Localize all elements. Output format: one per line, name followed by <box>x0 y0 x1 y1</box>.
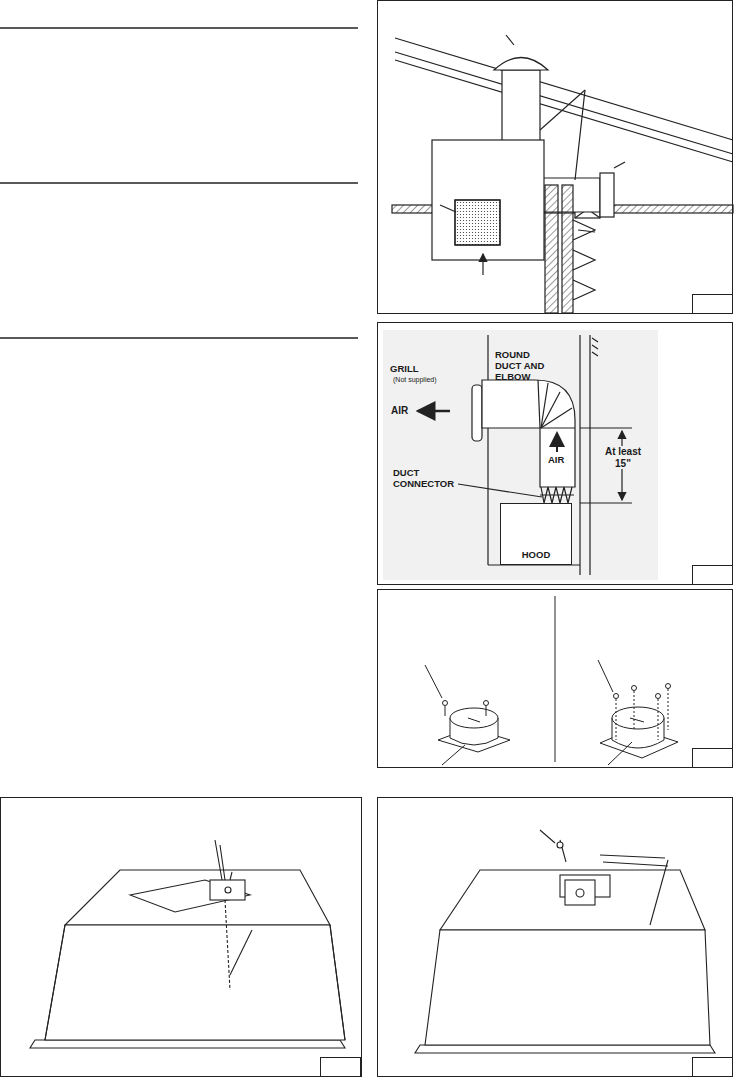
note-label: (Not supplied) <box>393 376 473 384</box>
hood-box: HOOD <box>500 503 572 565</box>
part-label: DUCT CONNECTOR <box>393 468 457 490</box>
part-label: ROUND DUCT AND ELBOW <box>495 350 551 383</box>
part-label: GRILL <box>390 364 450 375</box>
flow-label: AIR <box>548 455 570 466</box>
dimension-label: At least 15" <box>600 446 646 469</box>
node-text: HOOD <box>501 547 571 564</box>
flow-label: AIR <box>391 405 417 417</box>
